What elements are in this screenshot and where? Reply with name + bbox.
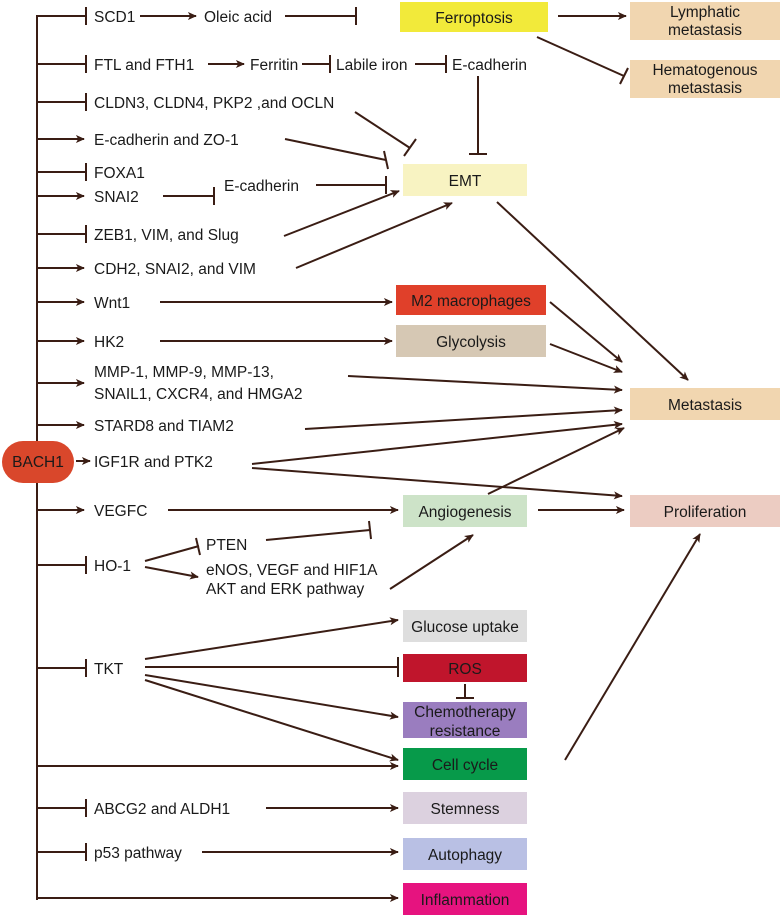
proliferation-box: Proliferation: [630, 495, 780, 527]
metastasis-box: Metastasis: [630, 388, 780, 420]
stemness-box: Stemness: [403, 792, 527, 824]
ros-box: ROS: [403, 654, 527, 682]
snai2-label: SNAI2: [94, 189, 139, 206]
svg-text:Metastasis: Metastasis: [668, 397, 742, 414]
svg-text:Hematogenous: Hematogenous: [652, 62, 757, 79]
labile-iron-label: Labile iron: [336, 57, 408, 74]
m2-macrophages-box: M2 macrophages: [396, 285, 546, 315]
glycolysis-box: Glycolysis: [396, 325, 546, 357]
ecad-zo1-label: E-cadherin and ZO-1: [94, 132, 239, 149]
svg-text:Autophagy: Autophagy: [428, 847, 502, 864]
vegfc-label: VEGFC: [94, 503, 147, 520]
lymphatic-metastasis-box: Lymphatic metastasis: [630, 2, 780, 40]
svg-text:Angiogenesis: Angiogenesis: [418, 504, 511, 521]
ho1-label: HO-1: [94, 558, 131, 575]
svg-text:EMT: EMT: [449, 173, 482, 190]
zeb1-label: ZEB1, VIM, and Slug: [94, 227, 239, 244]
svg-text:M2 macrophages: M2 macrophages: [411, 293, 531, 310]
ecadherin-mid-label: E-cadherin: [224, 178, 299, 195]
tkt-label: TKT: [94, 661, 124, 678]
bach1-node: BACH1: [2, 441, 74, 483]
chemotherapy-resistance-box: Chemotherapy resistance: [403, 702, 527, 740]
svg-text:Chemotherapy: Chemotherapy: [414, 704, 516, 721]
oleic-acid-label: Oleic acid: [204, 9, 272, 26]
svg-text:ROS: ROS: [448, 661, 482, 678]
angiogenesis-box: Angiogenesis: [403, 495, 527, 527]
svg-text:Proliferation: Proliferation: [664, 504, 747, 521]
mmp-label-line1: MMP-1, MMP-9, MMP-13,: [94, 364, 274, 381]
svg-text:Inflammation: Inflammation: [421, 892, 510, 909]
svg-text:Ferroptosis: Ferroptosis: [435, 10, 513, 27]
autophagy-box: Autophagy: [403, 838, 527, 870]
svg-text:metastasis: metastasis: [668, 80, 742, 97]
emt-box: EMT: [403, 164, 527, 196]
svg-text:metastasis: metastasis: [668, 22, 742, 39]
enos-label-line1: eNOS, VEGF and HIF1A: [206, 562, 378, 579]
abcg2-label: ABCG2 and ALDH1: [94, 801, 230, 818]
svg-text:resistance: resistance: [430, 723, 501, 740]
cell-cycle-box: Cell cycle: [403, 748, 527, 780]
hk2-label: HK2: [94, 334, 124, 351]
stard8-label: STARD8 and TIAM2: [94, 418, 234, 435]
pten-label: PTEN: [206, 537, 247, 554]
ferritin-label: Ferritin: [250, 57, 298, 74]
svg-text:Cell cycle: Cell cycle: [432, 757, 498, 774]
p53-label: p53 pathway: [94, 845, 182, 862]
ftl-fth1-label: FTL and FTH1: [94, 57, 194, 74]
glucose-uptake-box: Glucose uptake: [403, 610, 527, 642]
ferroptosis-hematogenous-inhibit: [536, 36, 625, 77]
inflammation-box: Inflammation: [403, 883, 527, 915]
svg-text:Stemness: Stemness: [431, 801, 500, 818]
svg-text:BACH1: BACH1: [12, 454, 64, 471]
ferroptosis-box: Ferroptosis: [400, 2, 548, 32]
wnt1-label: Wnt1: [94, 295, 130, 312]
ecadherin-top-label: E-cadherin: [452, 57, 527, 74]
mmp-label-line2: SNAIL1, CXCR4, and HMGA2: [94, 386, 302, 403]
svg-text:Lymphatic: Lymphatic: [670, 4, 740, 21]
scd1-label: SCD1: [94, 9, 135, 26]
igf1r-label: IGF1R and PTK2: [94, 454, 213, 471]
cdh2-label: CDH2, SNAI2, and VIM: [94, 261, 256, 278]
foxa1-label: FOXA1: [94, 165, 145, 182]
hematogenous-metastasis-box: Hematogenous metastasis: [630, 60, 780, 98]
svg-text:Glycolysis: Glycolysis: [436, 334, 506, 351]
cldn-label: CLDN3, CLDN4, PKP2 ,and OCLN: [94, 95, 334, 112]
enos-label-line2: AKT and ERK pathway: [206, 581, 364, 598]
svg-text:Glucose uptake: Glucose uptake: [411, 619, 519, 636]
